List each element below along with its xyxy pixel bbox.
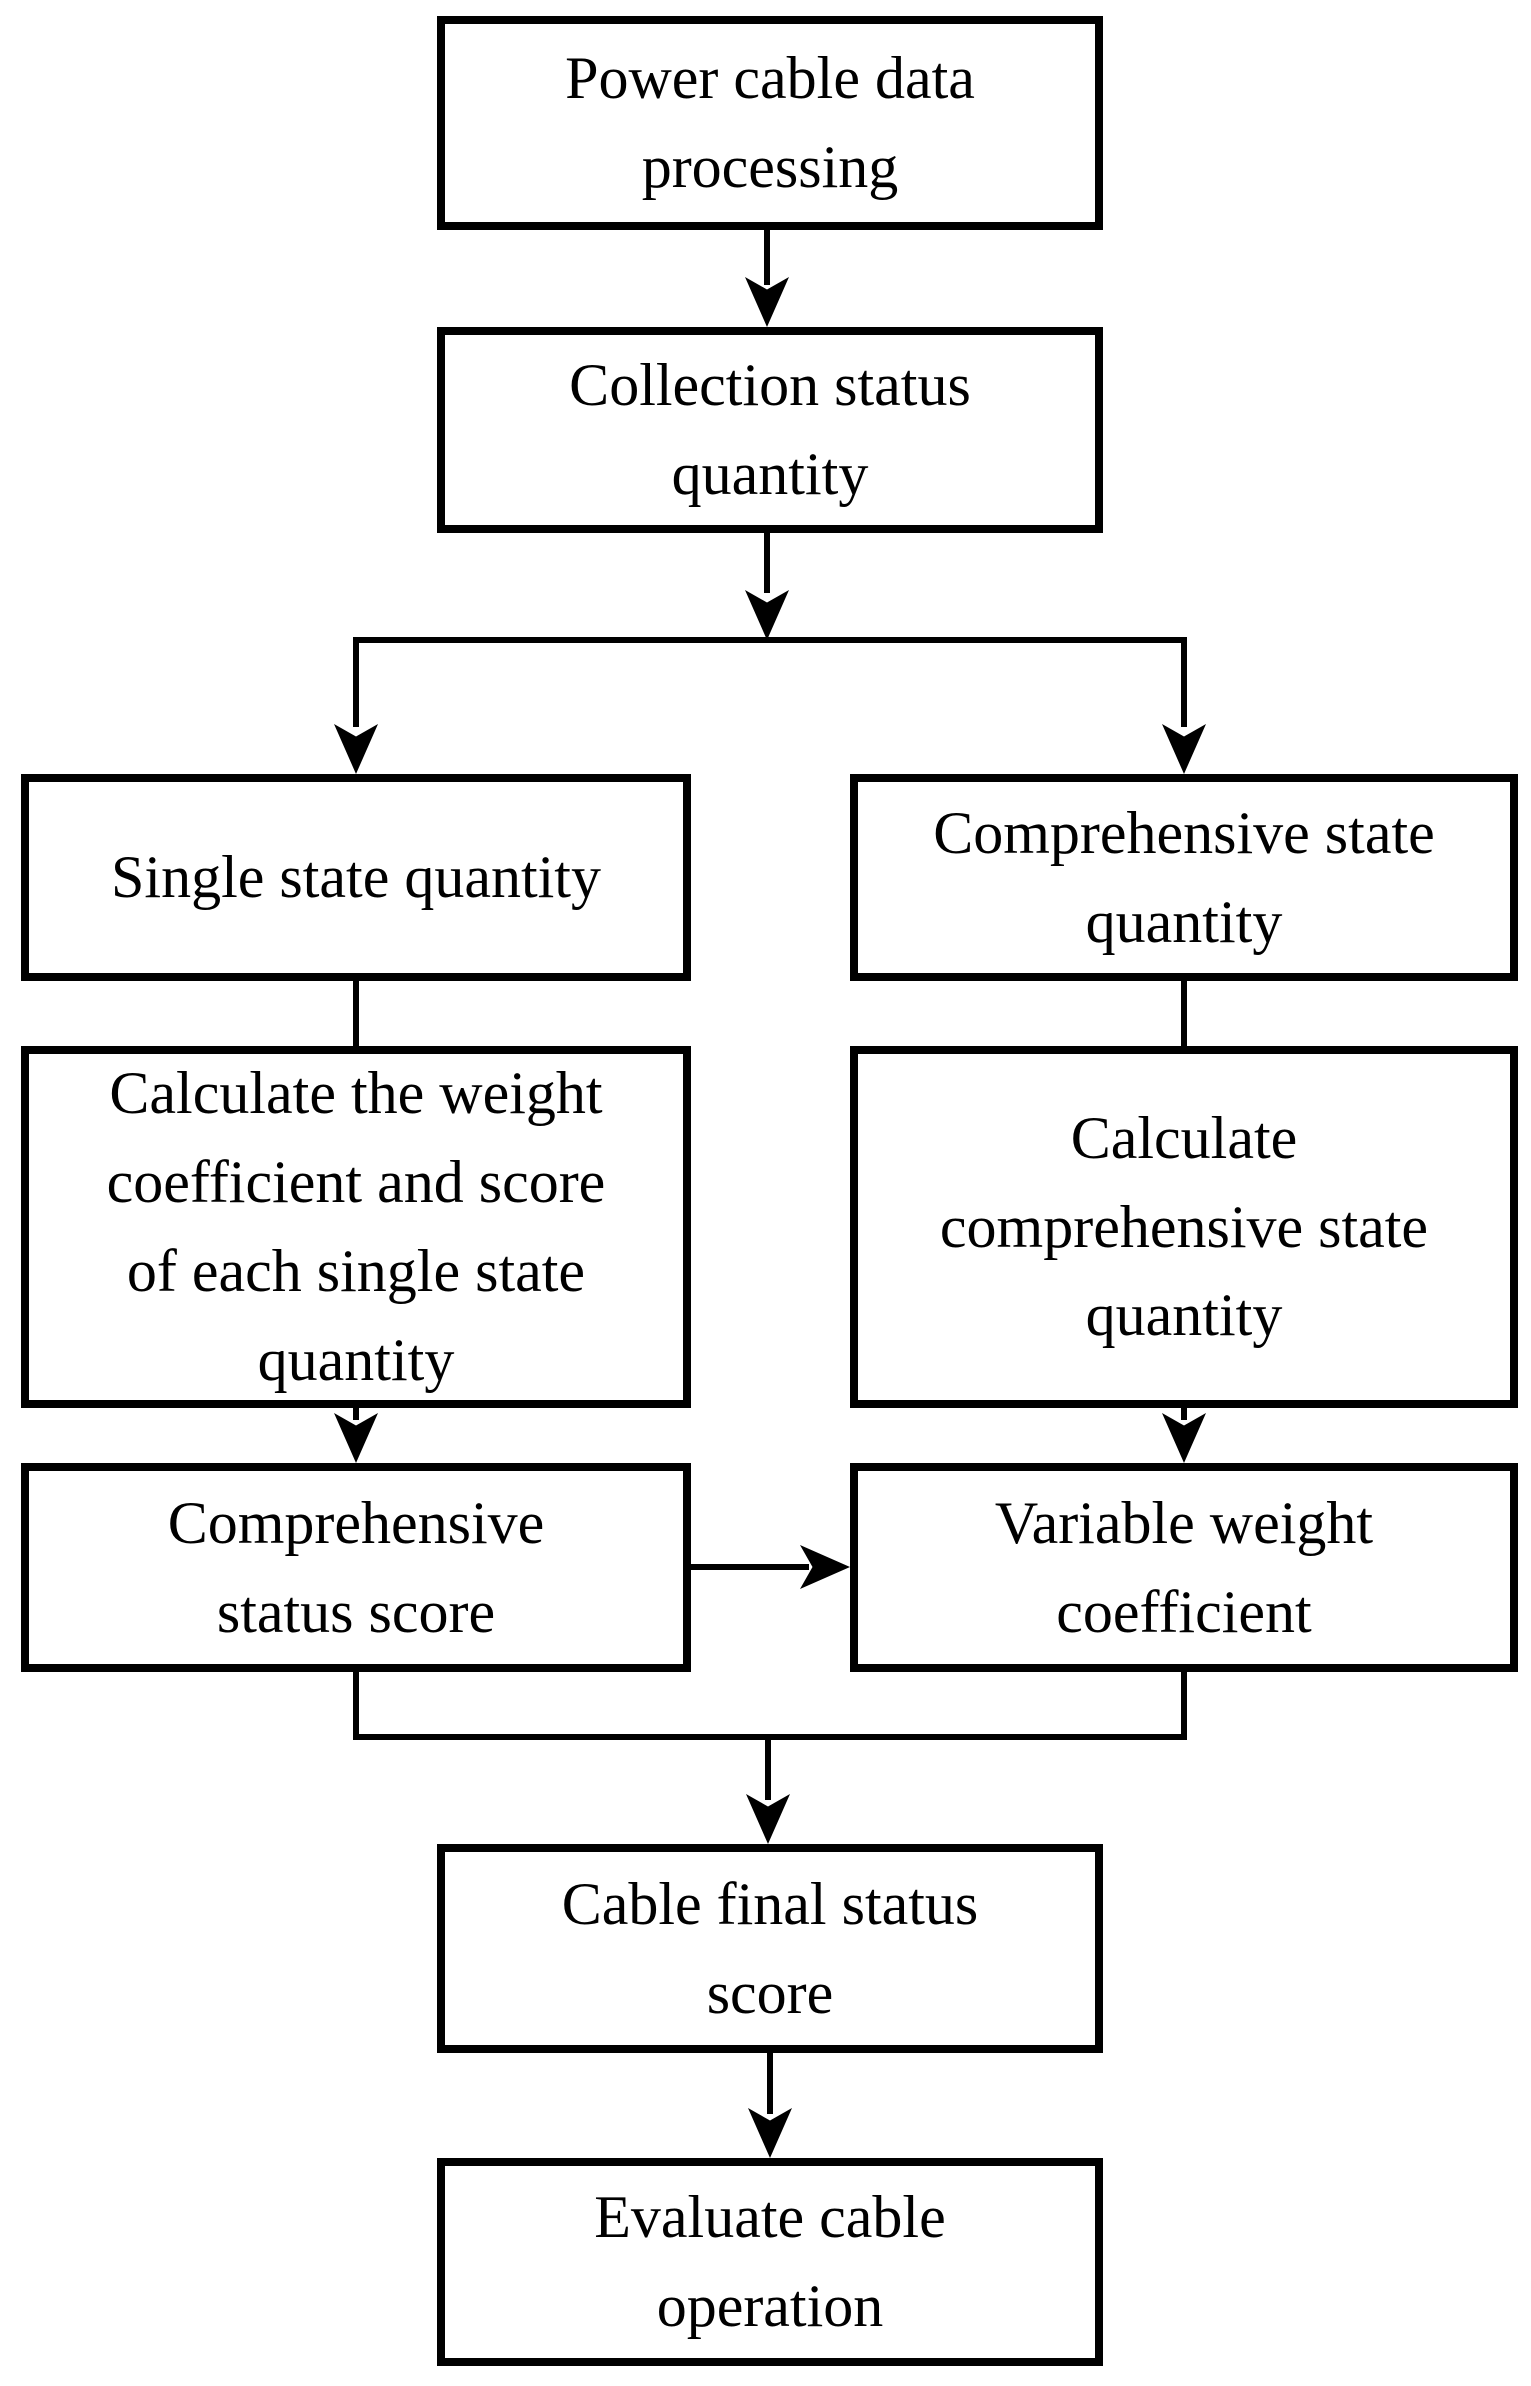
node-cable-final-status-score: Cable final status score (437, 1844, 1103, 2053)
arrow-down-icon (1162, 724, 1206, 774)
edge-variable-weight-to-merge-line (1181, 1672, 1187, 1740)
edge-branch-split-line (353, 637, 1187, 643)
edge-collection-to-split-line (764, 533, 770, 593)
arrow-down-icon (334, 1413, 378, 1463)
node-calculate-comprehensive-state: Calculate comprehensive state quantity (850, 1046, 1518, 1408)
node-comprehensive-state-quantity: Comprehensive state quantity (850, 774, 1518, 981)
edge-merge-to-final-score-line (765, 1740, 771, 1800)
arrow-down-icon (748, 2108, 792, 2158)
arrow-down-icon (334, 724, 378, 774)
edge-single-state-to-calc-line (353, 981, 359, 1046)
node-calculate-single-weight-score: Calculate the weight coefficient and sco… (21, 1046, 691, 1408)
edge-final-score-to-evaluate-line (767, 2053, 773, 2114)
node-comprehensive-status-score: Comprehensive status score (21, 1463, 691, 1672)
edge-score-to-variable-weight-line (691, 1564, 809, 1570)
arrow-down-icon (745, 590, 789, 640)
edge-calc-to-status-score-line (353, 1408, 359, 1420)
edge-merge-join-line (353, 1734, 1187, 1740)
edge-split-to-single-state-line (353, 643, 359, 727)
edge-split-to-comprehensive-state-line (1181, 643, 1187, 727)
node-power-cable-data-processing: Power cable data processing (437, 16, 1103, 230)
node-variable-weight-coefficient: Variable weight coefficient (850, 1463, 1518, 1672)
edge-calc-to-variable-weight-line (1181, 1408, 1187, 1420)
arrow-down-icon (1162, 1413, 1206, 1463)
edge-comprehensive-state-to-calc-line (1181, 981, 1187, 1046)
edge-processing-to-collection-line (764, 230, 770, 285)
edge-score-to-merge-line (353, 1672, 359, 1740)
node-collection-status-quantity: Collection status quantity (437, 327, 1103, 533)
node-single-state-quantity: Single state quantity (21, 774, 691, 981)
arrow-down-icon (746, 1794, 790, 1844)
node-evaluate-cable-operation: Evaluate cable operation (437, 2158, 1103, 2366)
